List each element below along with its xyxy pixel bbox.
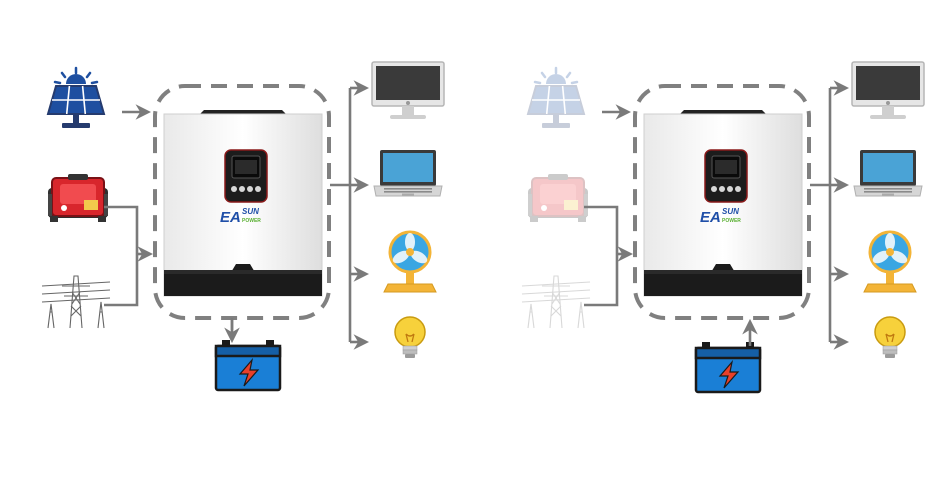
power-pylon-icon [41,275,111,329]
inverter-button-2 [239,186,245,192]
generator-icon [47,173,109,223]
light-bulb-icon [874,316,906,359]
svg-text:SUN: SUN [722,207,739,216]
generator-icon [527,173,589,223]
bracket-grid-sources [104,205,139,307]
inverter-button-3 [247,186,253,192]
svg-text:SUN: SUN [242,207,259,216]
inverter-button-4 [735,186,741,192]
system-boundary-dashed [153,84,331,320]
fan-icon [382,230,438,294]
inverter-button-3 [727,186,733,192]
inverter-display-panel [224,149,268,203]
power-pylon-icon [521,275,591,329]
battery-icon [214,338,282,392]
svg-text:POWER: POWER [242,218,261,224]
fan-icon [862,230,918,294]
solar-panel-icon [46,66,106,130]
inverter-button-1 [231,186,237,192]
system-boundary-dashed [633,84,811,320]
svg-text:EA: EA [220,209,241,226]
svg-text:EA: EA [700,209,721,226]
inverter-button-1 [711,186,717,192]
inverter-display-panel [704,149,748,203]
monitor-icon [371,61,445,120]
solar-panel-icon [526,66,586,130]
laptop-icon [373,149,443,197]
monitor-icon [851,61,925,120]
inverter-button-2 [719,186,725,192]
svg-text:POWER: POWER [722,218,741,224]
light-bulb-icon [394,316,426,359]
inverter-button-4 [255,186,261,192]
laptop-icon [853,149,923,197]
battery-icon [694,340,762,394]
bracket-grid-sources [584,205,619,307]
